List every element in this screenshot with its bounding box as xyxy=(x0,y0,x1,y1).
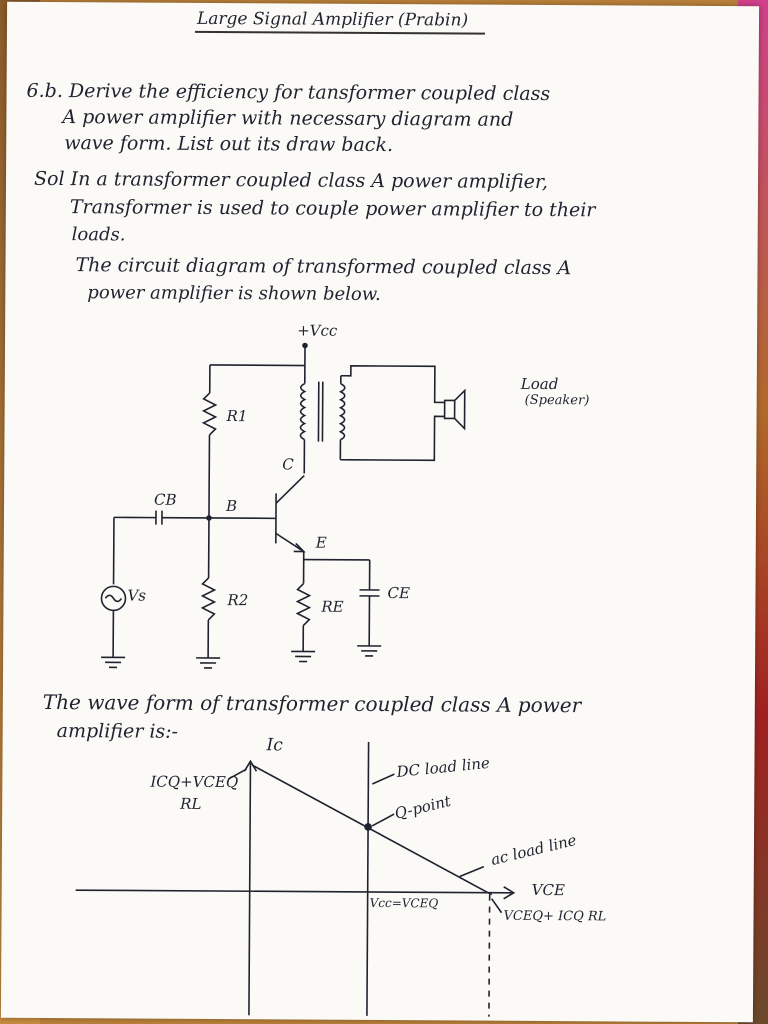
graph-label-vce: VCE xyxy=(531,880,566,900)
graph-label-x-intercept: VCEQ+ ICQ RL xyxy=(503,908,607,925)
graph-label-ic: Ic xyxy=(266,735,283,756)
graph-label-vcc-vceq: Vcc=VCEQ xyxy=(369,895,439,911)
graph-label-y-intercept-bottom: RL xyxy=(180,794,202,813)
graph-label-y-intercept-top: ICQ+VCEQ xyxy=(150,772,239,792)
